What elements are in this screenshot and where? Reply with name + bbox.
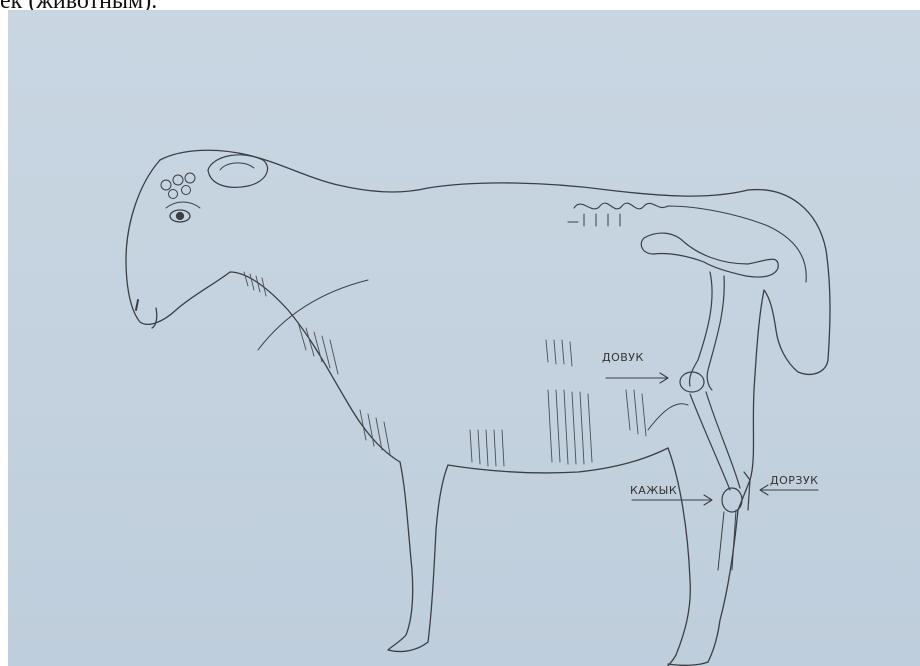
label-dorzuk: ДОРЗУК (770, 474, 818, 487)
sheep-outline (160, 150, 830, 662)
label-kazhyk: КАЖЫК (630, 484, 677, 497)
hock-joint (722, 488, 742, 512)
stifle-joint (680, 372, 704, 392)
ear (208, 155, 268, 188)
paper-sheet: ДОВУК КАЖЫК ДОРЗУК (8, 10, 920, 666)
wool-curls (161, 173, 195, 199)
pelvis (641, 233, 778, 277)
spine (574, 203, 806, 282)
tibia (690, 392, 740, 490)
shading-hatching (244, 272, 646, 466)
arrow-dovuk (606, 373, 668, 383)
label-dovuk: ДОВУК (602, 351, 644, 364)
sheep-drawing (8, 10, 920, 666)
cannon-bone (718, 510, 736, 570)
